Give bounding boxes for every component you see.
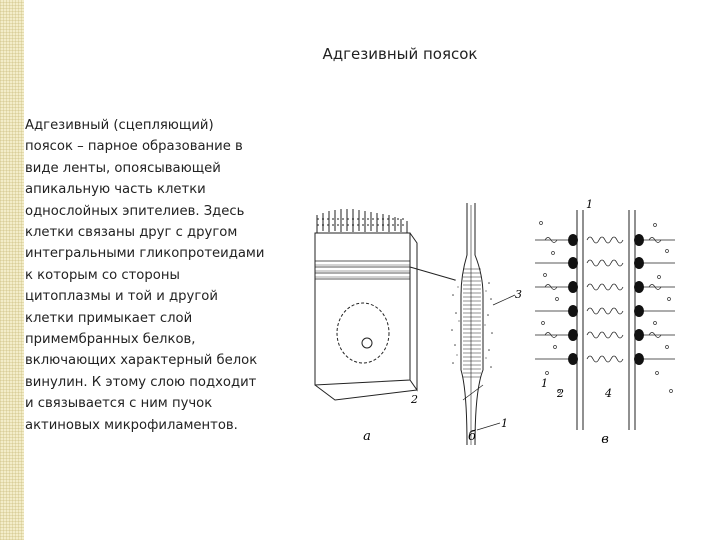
panel-v-plaques <box>568 234 644 365</box>
adhesion-belt-figure: а 2 1 3 б <box>305 195 720 455</box>
label-v-4: 4 <box>604 387 612 400</box>
slide-title: Адгезивный поясок <box>322 45 478 63</box>
decorative-side-strip <box>0 0 24 540</box>
label-b-1: 1 <box>501 417 508 430</box>
figure-drawing: а 2 1 3 б <box>314 198 675 447</box>
panel-label-a: а <box>363 429 371 444</box>
microvilli <box>316 209 408 233</box>
label-b-3: 3 <box>515 288 522 301</box>
label-v-1-bottom: 1 <box>541 377 548 390</box>
panel-b-junction <box>451 203 516 446</box>
label-v-1-top: 1 <box>586 198 593 211</box>
panel-a-cell <box>314 209 456 401</box>
label-b-2: 2 <box>410 393 418 406</box>
label-v-2: 2 <box>556 387 564 400</box>
panel-v-particles <box>539 221 673 393</box>
panel-label-b: б <box>468 429 476 444</box>
panel-label-v: в <box>601 432 609 447</box>
panel-v-molecular <box>535 210 675 430</box>
slide-body-text: Адгезивный (сцепляющий) поясок – парное … <box>25 118 265 433</box>
